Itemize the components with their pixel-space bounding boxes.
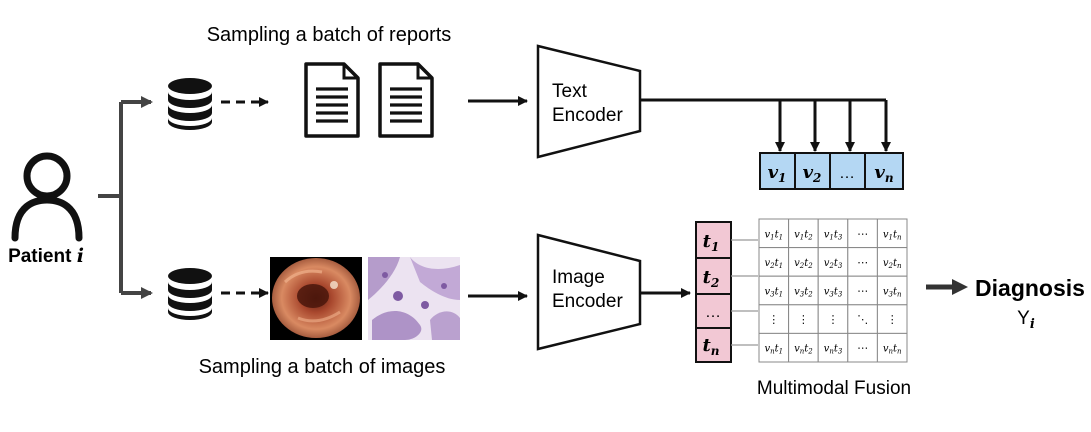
image-feature-label: tn [702, 335, 719, 358]
reports-caption: Sampling a batch of reports [207, 24, 452, 46]
database-icon [168, 78, 212, 130]
matrix-cell-label: v2tn [883, 258, 902, 270]
matrix-cell-label: v1t2 [794, 229, 813, 241]
output-arrow [926, 279, 968, 295]
image-feature-cell [695, 293, 732, 329]
matrix-cell-label: ⋯ [857, 228, 868, 240]
matrix-connectors [731, 239, 758, 346]
document-icon [378, 62, 434, 138]
text-feature-label: v2 [803, 162, 822, 185]
matrix-cell [758, 304, 790, 334]
matrix-cell [876, 332, 908, 363]
image-feature-label: t1 [703, 231, 720, 254]
image-feature-label: t2 [703, 267, 720, 290]
matrix-cell-label: vntn [883, 344, 902, 356]
images-caption: Sampling a batch of images [199, 356, 446, 378]
text-feature-vector: v1 v2 … vn [759, 152, 904, 190]
text-encoder-label: Text [552, 81, 588, 102]
matrix-cell-label: v2t3 [824, 258, 843, 270]
image-encoder: Image Encoder [536, 233, 642, 351]
matrix-cell-label: ⋯ [857, 286, 868, 298]
matrix-cell-label: v1t1 [764, 229, 783, 241]
matrix-cell [817, 332, 849, 363]
text-feature-label: vn [874, 162, 893, 185]
matrix-cell-label: v3t2 [794, 287, 813, 299]
histology-image [368, 257, 460, 340]
matrix-cell-label: v3t3 [824, 287, 843, 299]
diagnosis-label: Diagnosis [975, 275, 1085, 301]
matrix-cell [817, 218, 849, 249]
matrix-cell [847, 218, 878, 249]
matrix-cell-label: v3t1 [764, 287, 783, 299]
matrix-cell-label: ⋮ [828, 314, 839, 326]
matrix-cell-label: v2t1 [764, 258, 783, 270]
patient-label: Patient i [8, 245, 84, 267]
text-feature-cell [864, 152, 904, 190]
image-encoder-label: Encoder [552, 291, 623, 312]
matrix-cell-label: ⋯ [857, 343, 868, 355]
matrix-cell-label: v1tn [883, 229, 902, 241]
matrix-cell-label: ⋮ [768, 314, 779, 326]
matrix-cell-label: vnt2 [794, 344, 813, 356]
matrix-cell [847, 275, 878, 306]
text-feature-label: v1 [768, 162, 787, 185]
database-icon [168, 268, 212, 320]
matrix-cell-label: vnt1 [764, 344, 783, 356]
image-encoder-label: Image [552, 267, 605, 288]
matrix-cell [817, 247, 849, 277]
user-icon [11, 152, 83, 242]
branch-connector [98, 96, 153, 299]
matrix-cell-label: v1t3 [824, 229, 843, 241]
document-icon [304, 62, 360, 138]
matrix-cell-label: ⋮ [798, 314, 809, 326]
text-feature-connectors [640, 98, 891, 152]
matrix-cell-label: ⋱ [857, 314, 868, 326]
matrix-cell [758, 332, 790, 363]
text-feature-label: … [839, 165, 855, 182]
matrix-cell-label: ⋮ [887, 314, 898, 326]
matrix-cell [847, 247, 878, 277]
text-encoder: Text Encoder [536, 44, 642, 159]
matrix-cell-label: v2t2 [794, 258, 813, 270]
image-feature-label: … [705, 304, 721, 321]
matrix-cell [758, 218, 790, 249]
diagnosis-var: Yi [1017, 308, 1035, 332]
image-feature-vector: t1 t2 … tn [695, 221, 732, 363]
matrix-cell [876, 304, 908, 334]
matrix-cell-label: v3tn [883, 287, 902, 299]
endoscopy-image [270, 257, 362, 340]
similarity-matrix: v1t1 v1t2 v1t3 ⋯ v1tn v2t1 v2t2 v2t3 ⋯ v2tn v3t1 v3… [758, 218, 908, 363]
matrix-cell-label: vnt3 [824, 344, 843, 356]
text-encoder-label: Encoder [552, 105, 623, 126]
matrix-cell-label: ⋯ [857, 257, 868, 269]
fusion-label: Multimodal Fusion [757, 378, 911, 399]
